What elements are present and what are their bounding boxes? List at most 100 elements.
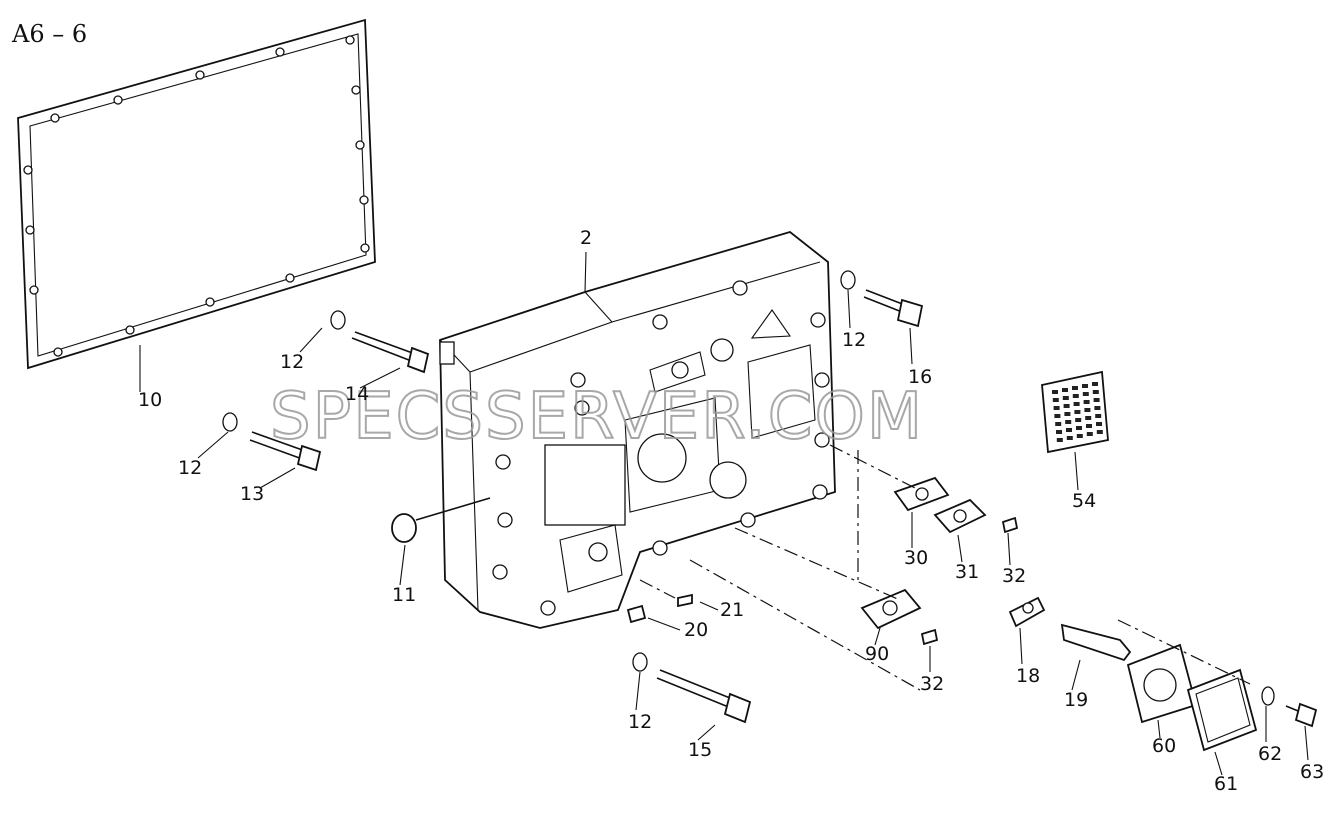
- nameplate-mark: [1056, 430, 1062, 434]
- callout-13: 13: [240, 483, 264, 505]
- figure-id: A6 – 6: [12, 20, 88, 48]
- leader-line: [697, 724, 716, 741]
- leader-line: [957, 534, 963, 563]
- gasket-bolt-hole: [205, 297, 215, 307]
- gasket-bolt-hole: [25, 225, 35, 235]
- gasket-bolt-hole: [359, 195, 369, 205]
- bolt-13: [222, 412, 322, 472]
- gasket-bolt-hole: [345, 35, 355, 45]
- nameplate: [1041, 370, 1109, 454]
- callout-18: 18: [1016, 665, 1040, 687]
- callout-61: 61: [1214, 773, 1238, 795]
- callout-16: 16: [908, 366, 932, 388]
- leader-line: [874, 627, 881, 646]
- centerline: [734, 527, 901, 601]
- bolt-16: [840, 270, 924, 328]
- bolt-15: [632, 652, 752, 724]
- housing-bolt-boss: [540, 600, 556, 616]
- gasket-bolt-hole: [275, 47, 285, 57]
- nameplate-mark: [1062, 388, 1068, 392]
- callout-12: 12: [178, 457, 202, 479]
- callout-21: 21: [720, 599, 744, 621]
- nameplate-mark: [1072, 394, 1079, 398]
- housing-bolt-boss: [652, 540, 668, 556]
- leader-line: [1157, 719, 1161, 739]
- housing-bolt-boss: [814, 432, 830, 448]
- nameplate-mark: [1054, 414, 1061, 418]
- callout-12: 12: [280, 351, 304, 373]
- callout-20: 20: [684, 619, 708, 641]
- nameplate-mark: [1063, 404, 1070, 408]
- callout-12: 12: [628, 711, 652, 733]
- nameplate-mark: [1094, 406, 1101, 410]
- callout-30: 30: [904, 547, 928, 569]
- leader-line: [197, 431, 229, 459]
- nameplate-mark: [1084, 408, 1091, 412]
- sensor-18-19: [1008, 596, 1132, 662]
- gasket-bolt-hole: [53, 347, 63, 357]
- leader-line: [1304, 725, 1309, 761]
- cover-30-31-32: [829, 444, 1019, 534]
- gasket-bolt-hole: [29, 285, 39, 295]
- leader-line: [699, 601, 719, 611]
- nameplate-mark: [1066, 428, 1072, 432]
- callout-63: 63: [1300, 761, 1324, 783]
- nameplate-mark: [1062, 396, 1069, 400]
- nameplate-mark: [1065, 420, 1072, 424]
- gasket-outline: [17, 18, 376, 370]
- nameplate-mark: [1076, 426, 1082, 430]
- gasket-bolt-hole: [355, 140, 365, 150]
- gasket-bolt-hole: [23, 165, 33, 175]
- bolt-14: [330, 310, 430, 374]
- nameplate-mark: [1072, 386, 1078, 390]
- housing-bolt-boss: [652, 314, 668, 330]
- nameplate-mark: [1086, 432, 1093, 436]
- housing-bolt-boss: [814, 372, 830, 388]
- nameplate-mark: [1056, 438, 1063, 442]
- leader-line: [1074, 451, 1079, 491]
- watermark-text: SPECSSERVER.COM: [270, 380, 924, 454]
- callout-54: 54: [1072, 490, 1096, 512]
- leader-line: [299, 327, 323, 353]
- housing-bolt-boss: [810, 312, 826, 328]
- nameplate-mark: [1066, 436, 1073, 440]
- housing-bolt-boss: [497, 512, 513, 528]
- nameplate-mark: [1073, 402, 1080, 406]
- nameplate-mark: [1093, 398, 1100, 402]
- gasket-bolt-hole: [285, 273, 295, 283]
- plug-11: [391, 497, 491, 543]
- nameplate-mark: [1095, 414, 1102, 418]
- nameplate-mark: [1052, 390, 1058, 394]
- callout-11: 11: [392, 584, 416, 606]
- callout-62: 62: [1258, 743, 1282, 765]
- nameplate-mark: [1085, 416, 1092, 420]
- gasket-bolt-hole: [125, 325, 135, 335]
- centerline: [689, 559, 921, 691]
- nameplate-mark: [1052, 398, 1059, 402]
- leader-line: [1007, 532, 1011, 566]
- housing-bolt-boss: [732, 280, 748, 296]
- housing-bolt-boss: [740, 512, 756, 528]
- callout-14: 14: [345, 383, 369, 405]
- leader-line: [1071, 659, 1081, 691]
- transmission-housing: [439, 231, 836, 629]
- housing-bolt-boss: [492, 564, 508, 580]
- pins-20-21: [626, 579, 693, 624]
- nameplate-mark: [1055, 422, 1062, 426]
- callout-31: 31: [955, 561, 979, 583]
- leader-line: [584, 251, 587, 293]
- callout-12: 12: [842, 329, 866, 351]
- leader-line: [1214, 751, 1223, 776]
- nameplate-mark: [1082, 392, 1089, 396]
- leader-line: [847, 289, 851, 329]
- nameplate-mark: [1053, 406, 1060, 410]
- housing-bolt-boss: [495, 454, 511, 470]
- gasket-bolt-hole: [351, 85, 361, 95]
- leader-line: [1019, 627, 1023, 665]
- leader-line: [259, 467, 296, 489]
- leader-line: [359, 367, 401, 389]
- callout-90: 90: [865, 643, 889, 665]
- gasket-bolt-hole: [360, 243, 370, 253]
- nameplate-mark: [1092, 390, 1099, 394]
